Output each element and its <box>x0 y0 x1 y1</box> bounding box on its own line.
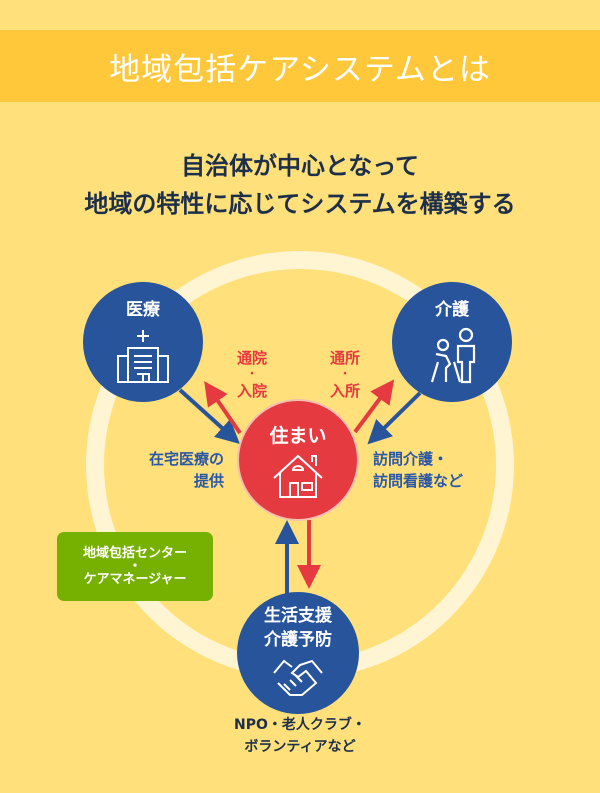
care-title: 介護 <box>435 300 469 320</box>
support-title: 生活支援 介護予防 <box>248 604 348 652</box>
arrow-home-to-medical <box>204 381 242 435</box>
arrow-medical-to-home <box>178 388 240 445</box>
support-title-line-2: 介護予防 <box>264 630 332 650</box>
arrow-home-to-care <box>353 379 395 434</box>
hospital-label: 通院・入院 <box>236 349 267 400</box>
hospital-icon <box>117 330 169 383</box>
support-title-line-1: 生活支援 <box>264 606 332 626</box>
home-care-label: 訪問介護・訪問看護など <box>373 450 464 490</box>
house-icon <box>273 454 323 498</box>
npo-label: NPO・老人クラブ・ボランティアなど <box>234 717 366 755</box>
caregiver-icon <box>430 327 476 384</box>
handshake-icon <box>273 659 323 696</box>
facility-label: 通所・入所 <box>329 349 360 400</box>
home-medical-label: 在宅医療の提供 <box>148 450 224 490</box>
support-node <box>237 592 359 714</box>
page-title: 地域包括ケアシステムとは <box>0 30 600 102</box>
home-node <box>237 399 359 521</box>
care-node <box>392 282 512 402</box>
arrow-care-to-home <box>367 391 422 445</box>
care-center-box: 地域包括センター・ケアマネージャー <box>57 532 213 601</box>
medical-title: 医療 <box>126 300 160 320</box>
subtitle-line-1: 自治体が中心となって <box>180 152 420 180</box>
subtitle-line-2: 地域の特性に応じてシステムを構築する <box>84 190 516 218</box>
home-title: 住まい <box>269 425 327 447</box>
